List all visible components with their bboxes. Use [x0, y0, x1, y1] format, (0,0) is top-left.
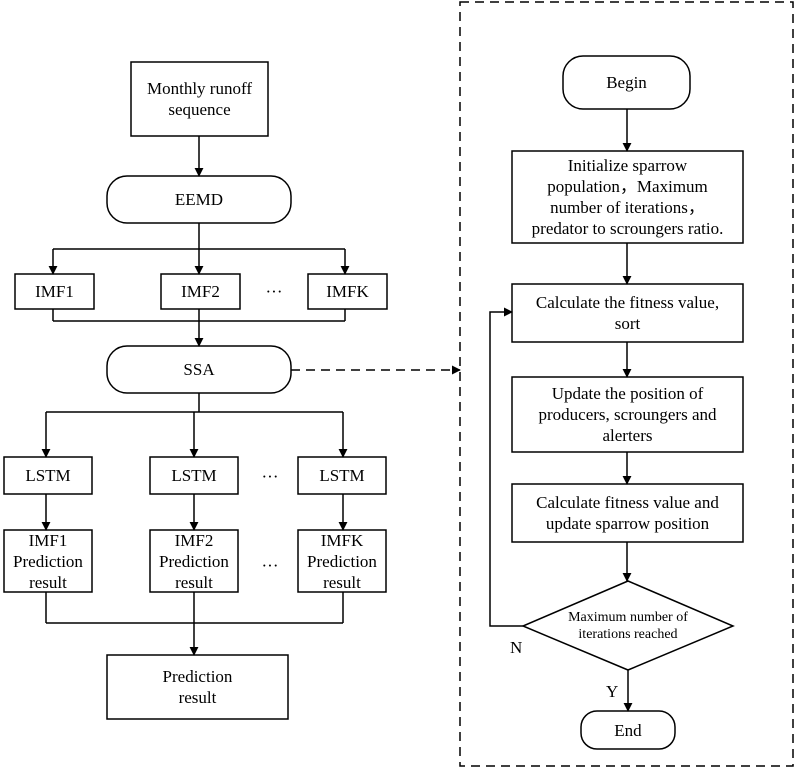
- imf2-result-label: IMF2 Prediction result: [159, 530, 229, 592]
- lstm-ellipsis: ···: [261, 466, 279, 486]
- loop-back-connector: [489, 307, 523, 627]
- imf2-label: IMF2: [181, 282, 220, 301]
- initialize-label: Initialize sparrow population，Maximum nu…: [531, 156, 724, 238]
- ssa-label: SSA: [183, 360, 215, 379]
- begin-label: Begin: [606, 73, 647, 92]
- fitness-label: Calculate the fitness value, sort: [535, 293, 720, 333]
- imfk-result-label: IMFK Prediction result: [307, 530, 377, 592]
- decision-label: Maximum number of iterations reached: [568, 610, 688, 642]
- lstm-label-1: LSTM: [25, 466, 71, 485]
- prediction-result-label: Prediction result: [162, 667, 233, 707]
- update-sparrow-label: Calculate fitness value and update sparr…: [536, 493, 719, 533]
- no-branch-label: N: [510, 638, 523, 657]
- input-label: Monthly runoff sequence: [147, 79, 252, 119]
- imf-ellipsis: ···: [265, 281, 283, 301]
- result-ellipsis: ···: [261, 555, 279, 575]
- lstm-label-2: LSTM: [171, 466, 217, 485]
- ssa-detail-dashed-frame: [459, 1, 794, 767]
- imfk-label: IMFK: [326, 282, 369, 301]
- yes-branch-label: Y: [606, 682, 619, 701]
- end-label: End: [614, 720, 642, 740]
- imf1-result-label: IMF1 Prediction result: [13, 530, 83, 592]
- update-position-label: Update the position of producers, scroun…: [538, 384, 717, 445]
- imf1-label: IMF1: [35, 282, 74, 301]
- eemd-label: EEMD: [174, 190, 224, 209]
- lstm-label-3: LSTM: [319, 466, 365, 485]
